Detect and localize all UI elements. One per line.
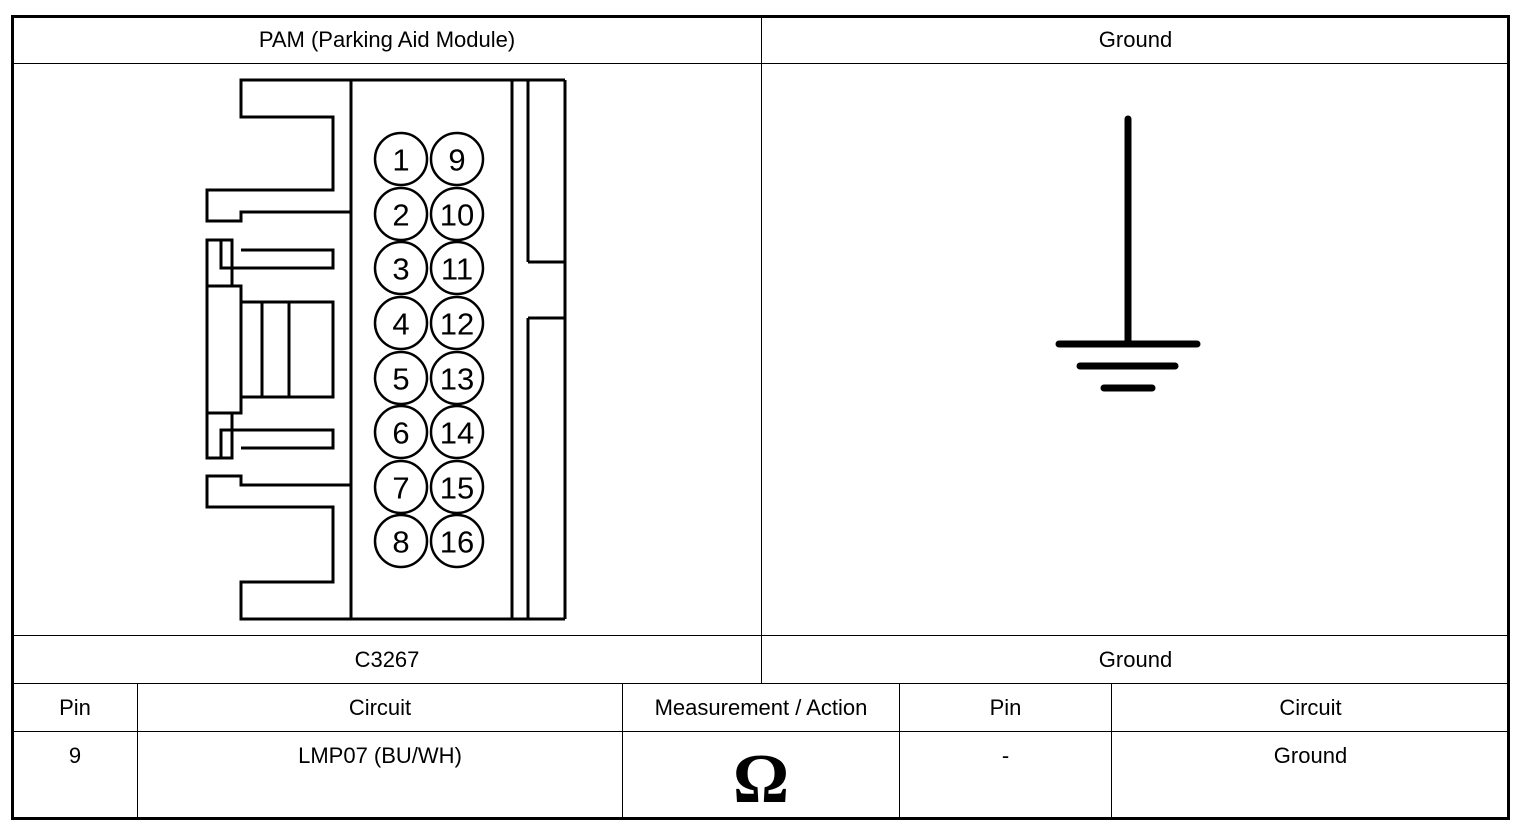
diagram-frame: [11, 15, 1510, 820]
connector-c3267-illustration: 1 9 2 10 3 11 4 12 5 13 6 14 7 15 8 16: [205, 78, 567, 621]
rule-col4: [1111, 683, 1112, 818]
table-header-pin-b: Pin: [989, 694, 1022, 720]
table-cell-circuit-b: Ground: [1273, 743, 1348, 768]
table-cell-pin-a: 9: [68, 743, 82, 768]
rule-col1: [137, 683, 138, 818]
rule-col3: [899, 683, 900, 818]
rule-col2: [622, 683, 623, 818]
pin-label: 2: [392, 198, 409, 233]
connector-outline: [205, 78, 565, 223]
pin-label: 3: [392, 252, 409, 287]
pin-label: 4: [392, 307, 409, 342]
connector-outline-lower: [205, 474, 565, 621]
table-header-pin-a: Pin: [59, 694, 91, 720]
connector-lock: [205, 284, 243, 415]
pin-label: 1: [392, 143, 409, 178]
pin-label: 11: [441, 252, 473, 287]
left-header: PAM (Parking Aid Module): [258, 27, 516, 52]
pin-label: 9: [448, 143, 465, 178]
pin-label: 12: [440, 307, 474, 342]
connector-pin-circles: [373, 131, 485, 569]
pin-label: 7: [392, 471, 409, 506]
pin-label: 10: [440, 198, 474, 233]
table-header-circuit-b: Circuit: [1279, 694, 1342, 720]
ohm-icon: Ω: [732, 741, 790, 818]
pin-label: 16: [440, 525, 474, 560]
pin-label: 5: [392, 362, 409, 397]
ground-symbol-icon: [1055, 115, 1201, 392]
left-connector-label: C3267: [354, 646, 420, 672]
rule-center: [761, 17, 762, 684]
pin-label: 6: [392, 416, 409, 451]
pin-label: 15: [440, 471, 474, 506]
table-header-measurement: Measurement / Action: [654, 694, 868, 720]
table-header-circuit-a: Circuit: [348, 694, 412, 720]
table-cell-circuit-a: LMP07 (BU/WH): [298, 743, 462, 768]
rule-table-header: [13, 731, 1509, 732]
right-connector-label: Ground: [1098, 646, 1173, 672]
table-cell-pin-b: -: [1001, 743, 1010, 768]
pin-label: 14: [440, 416, 474, 451]
pin-label: 8: [392, 525, 409, 560]
right-header: Ground: [1098, 27, 1173, 52]
pin-label: 13: [440, 362, 474, 397]
